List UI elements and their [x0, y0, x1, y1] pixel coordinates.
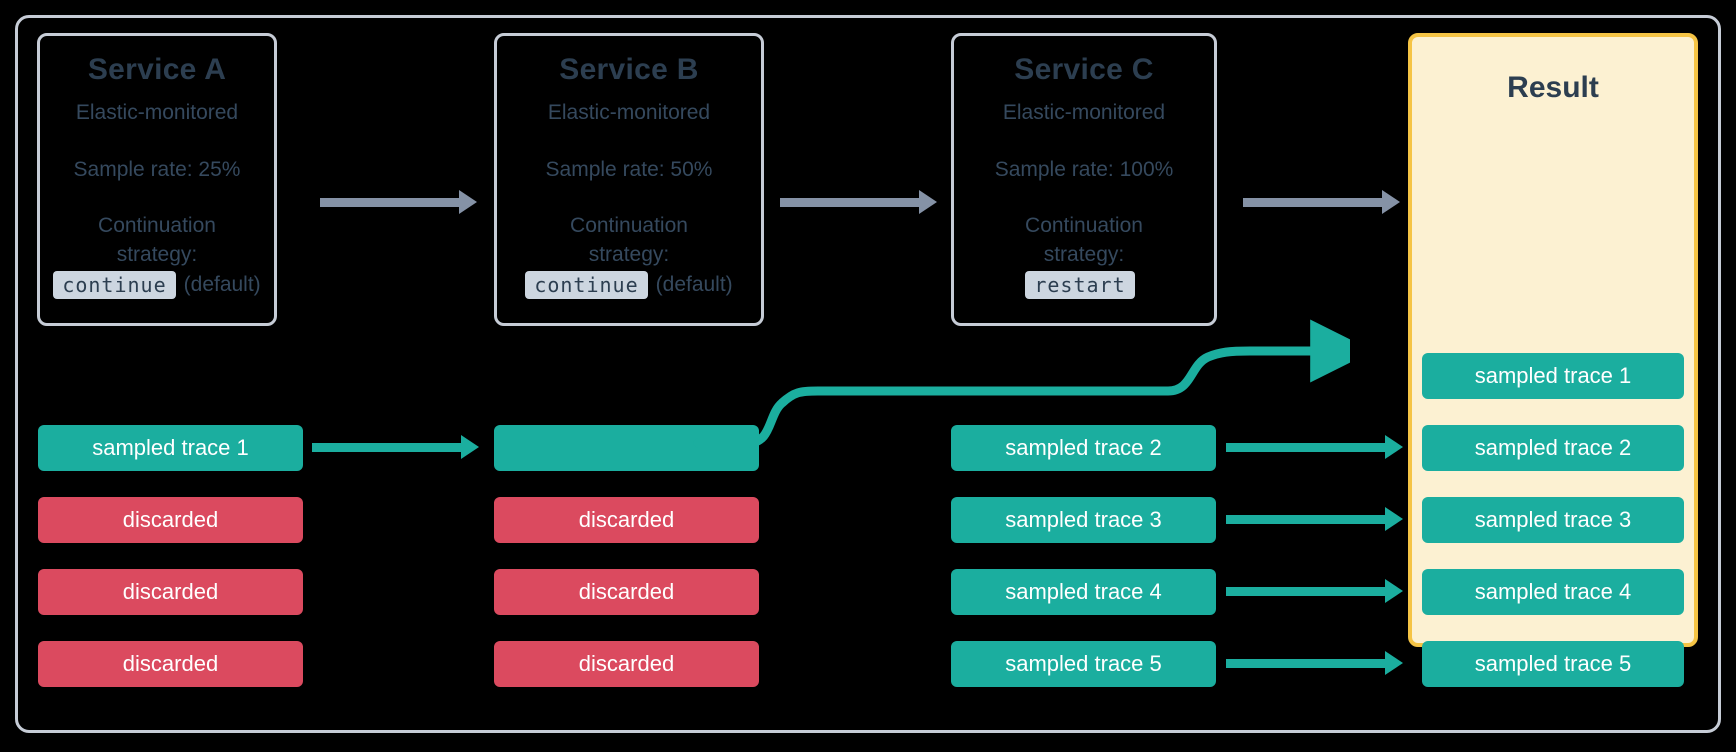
- trace-bar-b-1: [494, 425, 759, 471]
- result-card: Result: [1408, 33, 1698, 647]
- trace-curve-path: [693, 319, 1374, 448]
- result-trace-bar-4-label: sampled trace 4: [1474, 579, 1632, 604]
- service-a-monitoring: Elastic-monitored: [75, 101, 239, 124]
- service-b-monitoring: Elastic-monitored: [547, 101, 711, 124]
- service-a-strategy-code: continue: [53, 271, 176, 300]
- trace-bar-a-1-label: sampled trace 1: [92, 435, 249, 460]
- service-a-continuation-line1: Continuation: [98, 214, 216, 238]
- trace-arrow-a1-to-b1: [312, 435, 479, 459]
- trace-arrow-c2-to-result3: [1226, 507, 1403, 531]
- service-b-strategy: continue (default): [525, 271, 733, 300]
- service-b-continuation-line1: Continuation: [570, 214, 688, 238]
- trace-bar-a-3-label: discarded: [122, 579, 219, 604]
- trace-curve-b1-to-result1: [690, 315, 1374, 455]
- trace-curve-svg: [693, 319, 1374, 448]
- result-trace-bar-1: sampled trace 1: [1422, 353, 1684, 399]
- result-trace-bar-4: sampled trace 4: [1422, 569, 1684, 615]
- trace-bar-a-1: sampled trace 1: [38, 425, 303, 471]
- trace-bar-c-4: sampled trace 5: [951, 641, 1216, 687]
- service-a-strategy: continue (default): [53, 271, 261, 300]
- result-title: Result: [1507, 71, 1599, 104]
- service-b-strategy-note: (default): [655, 273, 733, 297]
- trace-arrow-c1-to-result2: [1226, 435, 1403, 459]
- trace-bar-a-3: discarded: [38, 569, 303, 615]
- result-trace-bar-1-label: sampled trace 1: [1474, 363, 1632, 388]
- result-trace-bar-5: sampled trace 5: [1422, 641, 1684, 687]
- trace-bar-a-4: discarded: [38, 641, 303, 687]
- trace-bar-a-4-label: discarded: [122, 651, 219, 676]
- trace-bar-c-2-label: sampled trace 3: [1005, 507, 1162, 532]
- result-trace-bar-5-label: sampled trace 5: [1474, 651, 1632, 676]
- trace-bar-b-2: discarded: [494, 497, 759, 543]
- service-a-continuation-line2: strategy:: [116, 242, 198, 266]
- trace-bar-c-4-label: sampled trace 5: [1005, 651, 1162, 676]
- trace-bar-b-3-label: discarded: [578, 579, 675, 604]
- service-card-a: Service A Elastic-monitored Sample rate:…: [37, 33, 277, 326]
- flow-arrow-c-to-result: [1243, 190, 1400, 214]
- service-card-c: Service C Elastic-monitored Sample rate:…: [951, 33, 1217, 326]
- service-b-continuation-label: Continuation strategy:: [570, 212, 688, 269]
- flow-arrow-a-to-b: [320, 190, 477, 214]
- trace-arrow-c3-to-result4: [1226, 579, 1403, 603]
- service-c-strategy-code: restart: [1025, 271, 1135, 300]
- trace-bar-c-3: sampled trace 4: [951, 569, 1216, 615]
- result-trace-bar-3-label: sampled trace 3: [1474, 507, 1632, 532]
- trace-bar-c-1: sampled trace 2: [951, 425, 1216, 471]
- service-c-continuation-label: Continuation strategy:: [1025, 212, 1143, 269]
- trace-bar-c-2: sampled trace 3: [951, 497, 1216, 543]
- flow-arrow-b-to-c: [780, 190, 937, 214]
- trace-bar-a-2-label: discarded: [122, 507, 219, 532]
- service-b-strategy-code: continue: [525, 271, 648, 300]
- trace-bar-b-2-label: discarded: [578, 507, 675, 532]
- service-c-continuation-line2: strategy:: [1043, 242, 1125, 266]
- service-c-continuation-line1: Continuation: [1025, 214, 1143, 238]
- service-a-continuation-label: Continuation strategy:: [98, 212, 216, 269]
- service-card-b: Service B Elastic-monitored Sample rate:…: [494, 33, 764, 326]
- result-trace-bar-2: sampled trace 2: [1422, 425, 1684, 471]
- trace-bar-c-3-label: sampled trace 4: [1005, 579, 1162, 604]
- service-b-sample-rate: Sample rate: 50%: [545, 158, 713, 182]
- service-a-title: Service A: [87, 53, 227, 86]
- trace-bar-b-3: discarded: [494, 569, 759, 615]
- service-c-sample-rate: Sample rate: 100%: [994, 158, 1174, 182]
- service-a-strategy-note: (default): [183, 273, 261, 297]
- trace-bar-b-4: discarded: [494, 641, 759, 687]
- trace-bar-a-2: discarded: [38, 497, 303, 543]
- result-trace-bar-2-label: sampled trace 2: [1474, 435, 1632, 460]
- trace-bar-c-1-label: sampled trace 2: [1005, 435, 1162, 460]
- trace-bar-b-4-label: discarded: [578, 651, 675, 676]
- service-a-sample-rate: Sample rate: 25%: [73, 158, 241, 182]
- diagram-outer-frame: [15, 15, 1721, 733]
- trace-arrow-c4-to-result5: [1226, 651, 1403, 675]
- result-trace-bar-3: sampled trace 3: [1422, 497, 1684, 543]
- service-c-strategy: restart: [1025, 271, 1142, 300]
- service-c-title: Service C: [1014, 53, 1154, 86]
- service-c-monitoring: Elastic-monitored: [1002, 101, 1166, 124]
- service-b-continuation-line2: strategy:: [588, 242, 670, 266]
- service-b-title: Service B: [559, 53, 699, 86]
